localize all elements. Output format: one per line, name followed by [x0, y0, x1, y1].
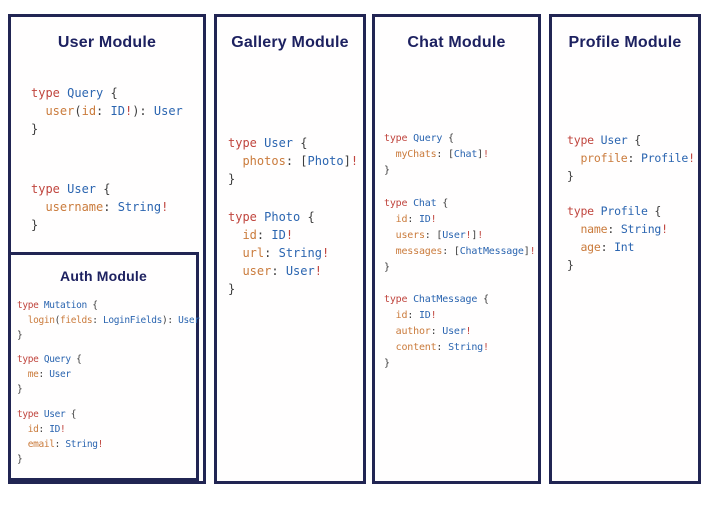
- code-line: type Photo {: [228, 210, 315, 224]
- code-line: }: [384, 165, 390, 176]
- code-line: type Mutation {: [17, 300, 98, 311]
- panel-title-auth-module: Auth Module: [60, 268, 147, 284]
- code-line: messages: [ChatMessage]!: [395, 246, 536, 257]
- code-line: type Query {: [17, 354, 82, 365]
- code-block-gallery-user: type User { photos: [Photo]!}: [228, 134, 358, 188]
- code-line: type Chat {: [384, 198, 449, 209]
- code-line: myChats: [Chat]!: [395, 149, 489, 160]
- code-line: type Query {: [384, 133, 454, 144]
- code-line: }: [31, 122, 39, 136]
- code-block-chat-chatmessage: type ChatMessage { id: ID! author: User!…: [384, 292, 489, 372]
- code-line: }: [31, 218, 39, 232]
- code-line: }: [17, 454, 23, 465]
- code-block-gallery-photo: type Photo { id: ID! url: String! user: …: [228, 208, 329, 298]
- panel-user-module: User Module type Query { user(id: ID!): …: [8, 14, 206, 484]
- code-line: type Query {: [31, 86, 118, 100]
- code-line: content: String!: [395, 342, 489, 353]
- code-line: type User {: [31, 182, 111, 196]
- code-line: }: [17, 330, 23, 341]
- panel-chat-module: Chat Module type Query { myChats: [Chat]…: [372, 14, 541, 484]
- code-line: }: [17, 384, 23, 395]
- code-line: profile: Profile!: [580, 151, 695, 165]
- code-line: id: ID!: [395, 214, 437, 225]
- code-line: id: ID!: [242, 228, 294, 242]
- code-line: id: ID!: [27, 424, 66, 435]
- code-block-auth-query: type Query { me: User}: [17, 352, 82, 397]
- code-line: user(id: ID!): User: [45, 104, 183, 118]
- code-line: id: ID!: [395, 310, 437, 321]
- code-line: }: [384, 358, 390, 369]
- code-line: }: [384, 262, 390, 273]
- code-line: email: String!: [27, 439, 104, 450]
- code-block-user-query: type Query { user(id: ID!): User}: [31, 84, 183, 138]
- code-line: type Profile {: [567, 204, 662, 218]
- code-line: }: [567, 258, 574, 272]
- panel-auth-module: Auth Module type Mutation { login(fields…: [8, 252, 200, 481]
- code-line: type ChatMessage {: [384, 294, 489, 305]
- panel-profile-module: Profile Module type User { profile: Prof…: [549, 14, 701, 484]
- panel-title-profile-module: Profile Module: [568, 34, 682, 51]
- code-block-auth-user: type User { id: ID! email: String!}: [17, 407, 103, 467]
- code-line: }: [228, 282, 236, 296]
- code-line: }: [567, 169, 574, 183]
- panel-title-gallery-module: Gallery Module: [231, 34, 349, 51]
- code-line: }: [228, 172, 236, 186]
- code-block-profile-user: type User { profile: Profile!}: [567, 131, 695, 185]
- code-line: type User {: [228, 136, 308, 150]
- code-line: users: [User!]!: [395, 230, 484, 241]
- code-line: author: User!: [395, 326, 472, 337]
- code-line: username: String!: [45, 200, 169, 214]
- panel-title-chat-module: Chat Module: [407, 34, 506, 51]
- code-line: me: User: [27, 369, 71, 380]
- panel-title-user-module: User Module: [57, 34, 157, 51]
- code-block-profile-profile: type Profile { name: String! age: Int}: [567, 202, 668, 274]
- code-block-auth-mutation: type Mutation { login(fields: LoginField…: [17, 298, 200, 343]
- code-block-chat-chat: type Chat { id: ID! users: [User!]! mess…: [384, 196, 536, 276]
- code-line: user: User!: [242, 264, 322, 278]
- panel-gallery-module: Gallery Module type User { photos: [Phot…: [214, 14, 366, 484]
- code-line: type User {: [567, 133, 641, 147]
- code-line: name: String!: [580, 222, 668, 236]
- code-line: url: String!: [242, 246, 330, 260]
- code-line: photos: [Photo]!: [242, 154, 359, 168]
- code-line: age: Int: [580, 240, 635, 254]
- code-block-user-user: type User { username: String!}: [31, 180, 168, 234]
- code-block-chat-query: type Query { myChats: [Chat]!}: [384, 131, 489, 179]
- code-line: type User {: [17, 409, 77, 420]
- code-line: login(fields: LoginFields): User: [27, 315, 200, 326]
